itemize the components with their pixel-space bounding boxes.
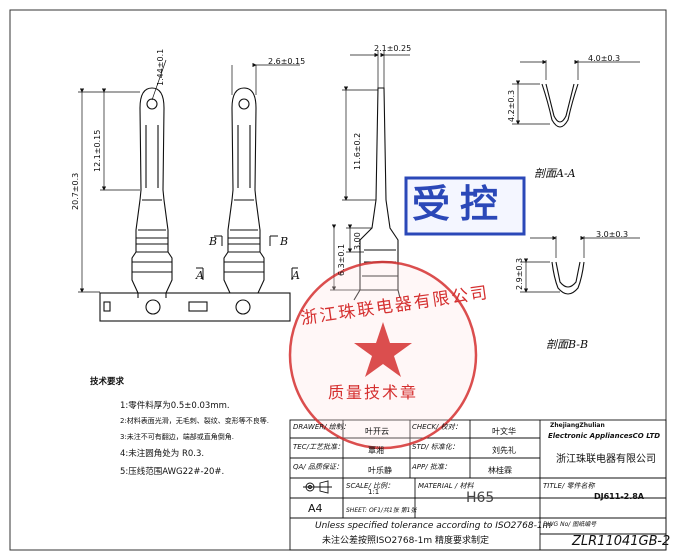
dimension-lines-side — [330, 50, 410, 291]
section-aa-label: 剖面A-A — [534, 167, 576, 180]
tb-check-label: CHECK/ 校对： — [412, 423, 462, 431]
tb-drawer-label: DRAWER/ 绘制： — [293, 423, 350, 431]
dim-aa-height: 4.2±0.3 — [507, 89, 516, 122]
dim-base-length: 6.3±0.1 — [337, 243, 346, 276]
cut-label-a-right: A — [292, 269, 300, 282]
terminal-side-view — [353, 87, 401, 301]
tb-drawer-value: 叶开云 — [365, 427, 389, 436]
tb-title-label: TITLE/ 零件名称 — [543, 482, 595, 490]
tb-app-value: 林桂霖 — [488, 466, 512, 475]
tb-app-label: APP/ 批准： — [412, 463, 451, 471]
tech-req-item-2: 2:材料表面光滑，无毛刺、裂纹、变形等不良等. — [120, 417, 270, 425]
dimension-lines-front — [78, 59, 300, 293]
tech-req-item-5: 5:压线范围AWG22#-20#. — [120, 467, 225, 477]
dim-crimp-length: 3.00 — [353, 232, 362, 250]
quality-seal — [288, 260, 478, 450]
tb-dwg-value: ZLR11041GB-2 — [572, 534, 671, 549]
section-cut-markers — [196, 235, 298, 280]
tb-tolerance-en: Unless specified tolerance according to … — [315, 521, 552, 531]
tb-qa-value: 叶乐静 — [368, 466, 392, 475]
tb-tec-value: 覃湘 — [368, 446, 384, 455]
dim-tab-width: 2.6±0.15 — [268, 57, 306, 66]
tech-req-title: 技术要求 — [90, 377, 125, 387]
tech-req-item-3: 3:未注不可有翻边，端部或直角倒角. — [120, 433, 235, 441]
terminal-top-view-2 — [223, 87, 265, 294]
section-bb-profile — [551, 261, 585, 295]
dim-bb-width: 3.0±0.3 — [596, 230, 629, 239]
title-block-grid — [289, 419, 667, 551]
seal-dept-text: 质量技术章 — [328, 383, 419, 402]
dim-slot-width: 1.44±0.1 — [156, 48, 165, 86]
tb-scale-label: SCALE/ 比例： — [346, 482, 395, 490]
cut-label-b-left: B — [209, 235, 218, 248]
tech-req-item-1: 1:零件料厚为0.5±0.03mm. — [120, 401, 230, 411]
section-bb-dims — [520, 235, 640, 293]
dim-bb-height: 2.9±0.3 — [515, 257, 524, 290]
tb-title-value: DJ611-2.8A — [594, 492, 644, 501]
tech-req-item-4: 4:未注圆角处为 R0.3. — [120, 449, 205, 459]
dim-thickness: 2.1±0.25 — [374, 44, 412, 53]
controlled-stamp — [404, 176, 526, 236]
tb-paper-size: A4 — [308, 502, 323, 515]
dim-aa-width: 4.0±0.3 — [588, 54, 621, 63]
tb-scale-value: 1:1 — [368, 488, 380, 496]
tb-dwg-label: DWG No/ 图纸编号 — [543, 521, 597, 528]
cut-label-a-left: A — [196, 269, 204, 282]
section-aa-dims — [512, 59, 640, 125]
dim-side-length: 11.6±0.2 — [353, 132, 362, 170]
tb-sheet-label: SHEET: OF1/共1张 第1张 — [346, 507, 417, 514]
terminal-top-view-1 — [131, 87, 173, 298]
tb-company-en-1: ZhejiangZhulian — [550, 422, 605, 429]
tb-check-value: 叶文华 — [492, 427, 516, 436]
tb-std-label: STD/ 标准化： — [412, 443, 459, 451]
tb-tolerance-cn: 未注公差按照ISO2768-1m 精度要求制定 — [322, 536, 489, 546]
tb-material-value: H65 — [466, 490, 495, 506]
tb-qa-label: QA/ 品质保证： — [293, 463, 343, 471]
tb-std-value: 刘先礼 — [492, 446, 516, 455]
tb-company-en-2: Electronic AppliancesCO LTD — [548, 432, 661, 440]
controlled-stamp-text: 受控 — [412, 182, 509, 226]
cut-label-b-right: B — [280, 235, 289, 248]
tb-company-cn: 浙江珠联电器有限公司 — [556, 454, 656, 465]
dim-tab-length: 12.1±0.15 — [93, 129, 102, 172]
section-aa-profile — [541, 83, 579, 128]
projection-symbol — [303, 480, 332, 494]
tb-tec-label: TEC/工艺批准： — [293, 443, 344, 451]
dim-overall-length: 20.7±0.3 — [71, 172, 80, 210]
section-bb-label: 剖面B-B — [546, 338, 589, 351]
tb-material-label: MATERIAL / 材料 — [418, 482, 474, 490]
carrier-strip — [99, 292, 291, 322]
